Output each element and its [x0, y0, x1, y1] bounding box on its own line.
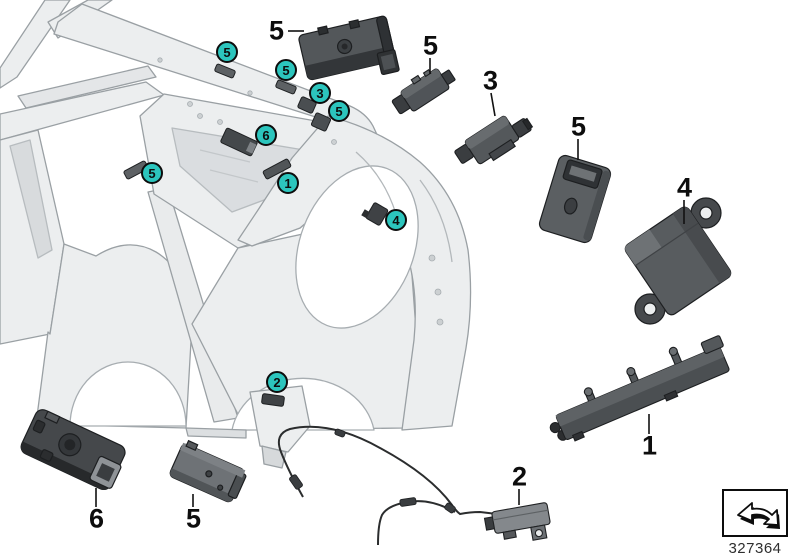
mounted-components	[123, 63, 389, 407]
part-number-label-5: 5	[268, 15, 284, 46]
part-number-label-2: 2	[511, 461, 527, 492]
part-number-label-3: 3	[482, 65, 498, 96]
callout-hotspot-5[interactable]: 5	[216, 41, 238, 63]
callout-hotspot-5[interactable]: 5	[141, 162, 163, 184]
callout-hotspot-5[interactable]: 5	[275, 59, 297, 81]
part-number-label-6: 6	[88, 503, 104, 534]
part-illustration-2-cable-assembly	[277, 425, 551, 546]
mounted-antenna-1	[262, 158, 292, 180]
callout-hotspot-1[interactable]: 1	[277, 172, 299, 194]
part-illustration-1-antenna-amplifier	[549, 335, 730, 442]
part-illustration-5-small-amplifier	[391, 68, 456, 115]
direction-arrow-icon	[737, 502, 780, 529]
part-illustration-5-flat-module	[538, 154, 612, 244]
callout-hotspot-2[interactable]: 2	[266, 371, 288, 393]
part-2-module	[483, 502, 551, 541]
part-number-label-4: 4	[676, 172, 692, 203]
part-illustration-3-amplifier	[454, 115, 534, 165]
part-number-label-5: 5	[570, 111, 586, 142]
leader-lines	[95, 30, 685, 507]
part-illustration-5-bottom-amplifier	[169, 439, 247, 503]
mounted-module-6	[220, 127, 258, 157]
callout-hotspot-6[interactable]: 6	[255, 124, 277, 146]
callout-hotspot-5[interactable]: 5	[328, 100, 350, 122]
part-illustration-4-control-unit	[624, 197, 732, 325]
mounted-antenna-5-rail-c	[310, 112, 332, 132]
drawing-number: 327364	[728, 540, 782, 557]
mounted-control-unit-4	[361, 202, 389, 226]
callout-hotspot-3[interactable]: 3	[309, 82, 331, 104]
part-number-label-1: 1	[641, 430, 657, 461]
callout-hotspot-4[interactable]: 4	[385, 209, 407, 231]
mounted-antenna-5-rail-a	[214, 63, 236, 79]
legend-arrow-box	[722, 489, 788, 537]
part-illustration-5-roof-module	[298, 15, 400, 81]
body-frame-illustration	[0, 0, 472, 469]
mounted-module-2	[261, 393, 285, 407]
mounted-antenna-5-rail-b	[275, 79, 297, 95]
part-number-label-5: 5	[185, 503, 201, 534]
part-illustration-6-amplifier-box	[20, 409, 126, 491]
part-number-label-5: 5	[422, 30, 438, 61]
